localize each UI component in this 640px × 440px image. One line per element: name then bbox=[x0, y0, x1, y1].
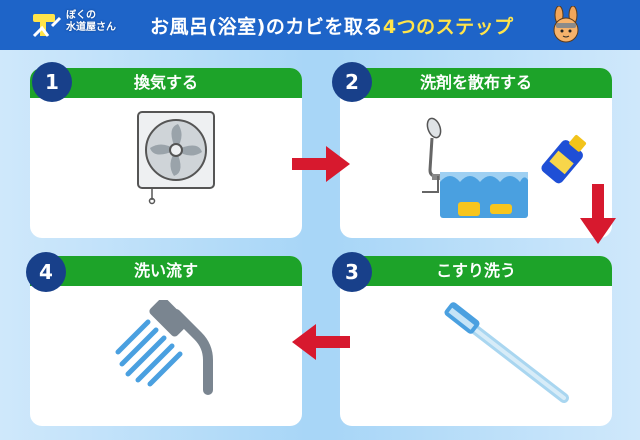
logo-icon bbox=[32, 14, 62, 38]
logo-text: ぼくの 水道屋さん bbox=[66, 10, 116, 34]
mascot-icon bbox=[553, 6, 579, 43]
toothbrush-icon bbox=[444, 302, 569, 403]
shower-head-icon bbox=[115, 300, 213, 395]
step-card-1: 換気する bbox=[30, 68, 302, 238]
header: ぼくの 水道屋さん お風呂(浴室)のカビを取る4つのステップ bbox=[0, 0, 640, 50]
logo[interactable]: ぼくの 水道屋さん bbox=[30, 8, 140, 42]
logo-line-1: ぼくの bbox=[66, 10, 96, 21]
step-card-3: こすり洗う bbox=[340, 256, 612, 426]
arrow-down-icon bbox=[580, 184, 616, 244]
logo-line-2: 水道屋さん bbox=[66, 22, 116, 33]
step-4-number: 4 bbox=[26, 252, 66, 292]
title-highlight: 4つのステップ bbox=[382, 16, 514, 38]
arrow-right-icon bbox=[292, 146, 350, 182]
ventilation-fan-icon bbox=[137, 111, 215, 205]
step-2-number: 2 bbox=[332, 62, 372, 102]
step-3-label: こすり洗う bbox=[340, 256, 612, 286]
step-2-label: 洗剤を散布する bbox=[340, 68, 612, 98]
step-1-number: 1 bbox=[32, 62, 72, 102]
detergent-bottle-icon bbox=[541, 135, 587, 184]
arrow-left-icon bbox=[292, 324, 350, 360]
step-1-label: 換気する bbox=[30, 68, 302, 98]
title-main: お風呂(浴室)のカビを取る bbox=[150, 16, 383, 38]
step-3-number: 3 bbox=[332, 252, 372, 292]
step-4-label: 洗い流す bbox=[30, 256, 302, 286]
shower-bathtub-icon bbox=[422, 117, 528, 218]
step-card-2: 洗剤を散布する bbox=[340, 68, 612, 238]
step-card-4: 洗い流す bbox=[30, 256, 302, 426]
page-title: お風呂(浴室)のカビを取る4つのステップ bbox=[150, 12, 514, 39]
